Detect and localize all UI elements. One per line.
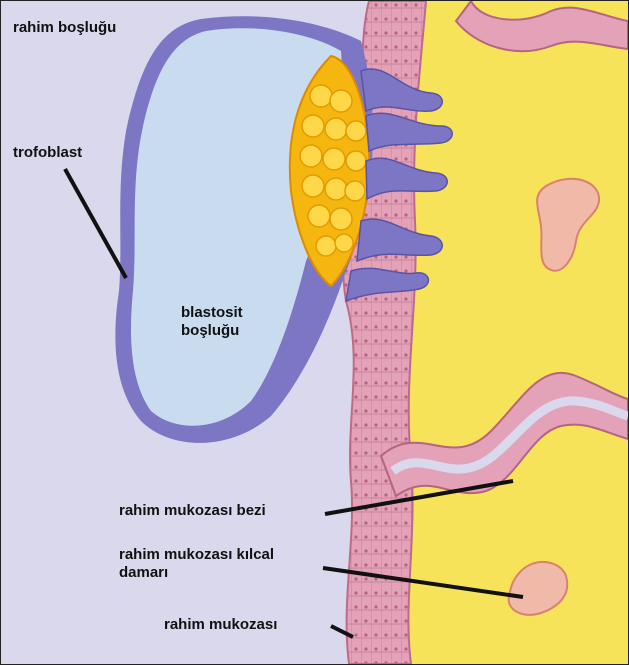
label-capillary-1: rahim mukozası kılcal xyxy=(119,546,274,564)
label-trophoblast: trofoblast xyxy=(13,144,82,162)
trophoblast-pointer xyxy=(65,169,126,278)
label-capillary-2: damarı xyxy=(119,564,168,582)
label-blastocyst-cavity-1: blastosit xyxy=(181,304,243,322)
label-uterine-mucosa: rahim mukozası xyxy=(164,616,277,634)
label-uterine-gland: rahim mukozası bezi xyxy=(119,502,266,520)
label-blastocyst-cavity-2: boşluğu xyxy=(181,322,239,340)
label-uterine-cavity: rahim boşluğu xyxy=(13,19,116,37)
